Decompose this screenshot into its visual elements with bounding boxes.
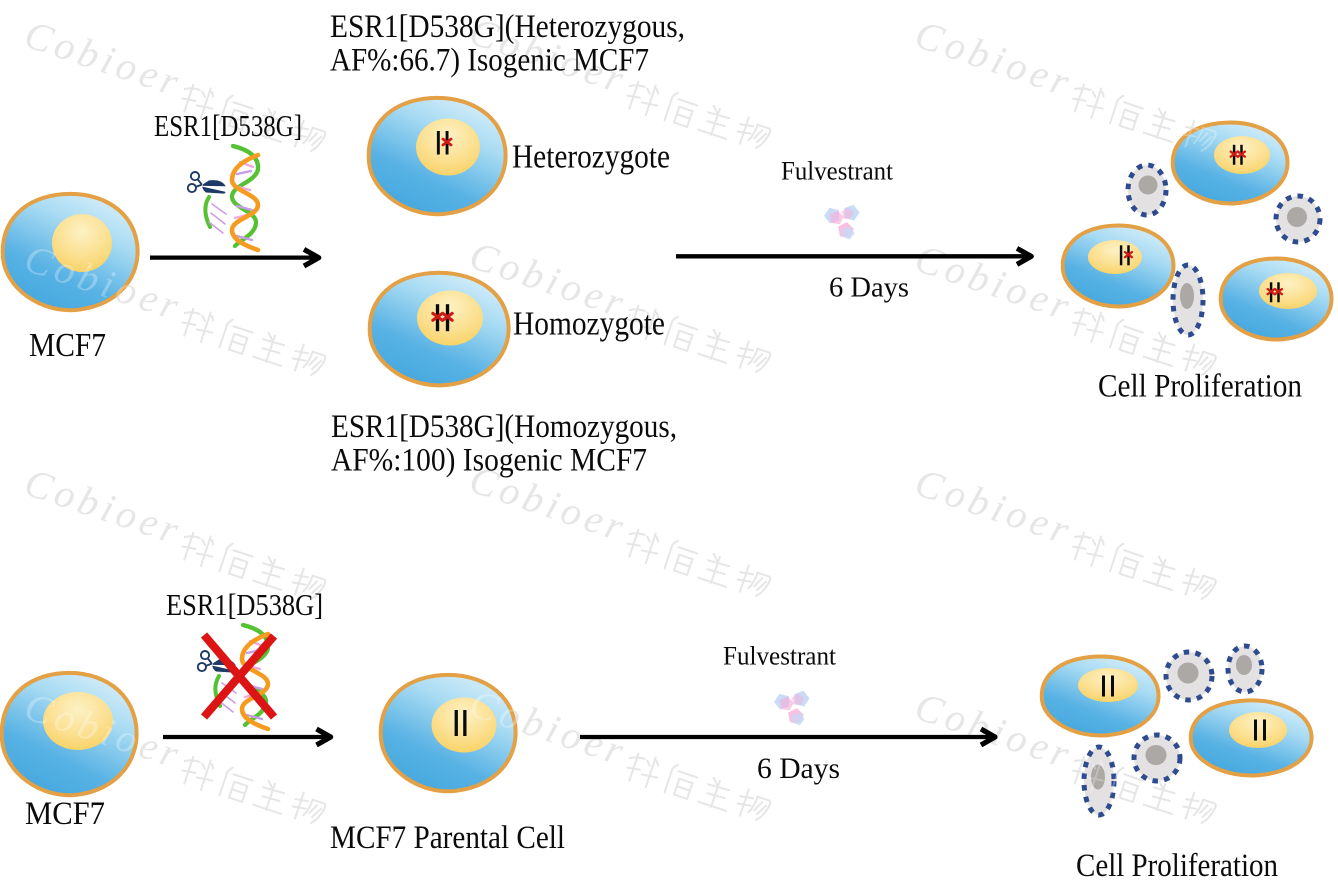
svg-text:ESR1[D538G]: ESR1[D538G]	[154, 108, 302, 143]
svg-text:Fulvestrant: Fulvestrant	[781, 157, 894, 186]
svg-text:MCF7: MCF7	[25, 796, 105, 832]
svg-text:Homozygote: Homozygote	[513, 306, 665, 343]
svg-text:Cell Proliferation: Cell Proliferation	[1076, 848, 1278, 884]
svg-text:6 Days: 6 Days	[757, 753, 840, 785]
svg-text:AF%:100) Isogenic MCF7: AF%:100) Isogenic MCF7	[331, 443, 647, 479]
svg-text:AF%:66.7) Isogenic MCF7: AF%:66.7) Isogenic MCF7	[330, 43, 649, 79]
svg-text:MCF7 Parental Cell: MCF7 Parental Cell	[330, 820, 565, 856]
svg-text:ESR1[D538G]: ESR1[D538G]	[166, 587, 323, 622]
svg-text:ESR1[D538G](Homozygous,: ESR1[D538G](Homozygous,	[331, 409, 677, 445]
svg-text:Heterozygote: Heterozygote	[512, 139, 670, 176]
svg-text:ESR1[D538G](Heterozygous,: ESR1[D538G](Heterozygous,	[330, 9, 685, 45]
svg-text:Cell Proliferation: Cell Proliferation	[1098, 369, 1302, 405]
svg-text:MCF7: MCF7	[29, 327, 106, 364]
svg-text:6 Days: 6 Days	[829, 272, 909, 304]
svg-text:Fulvestrant: Fulvestrant	[723, 642, 837, 671]
